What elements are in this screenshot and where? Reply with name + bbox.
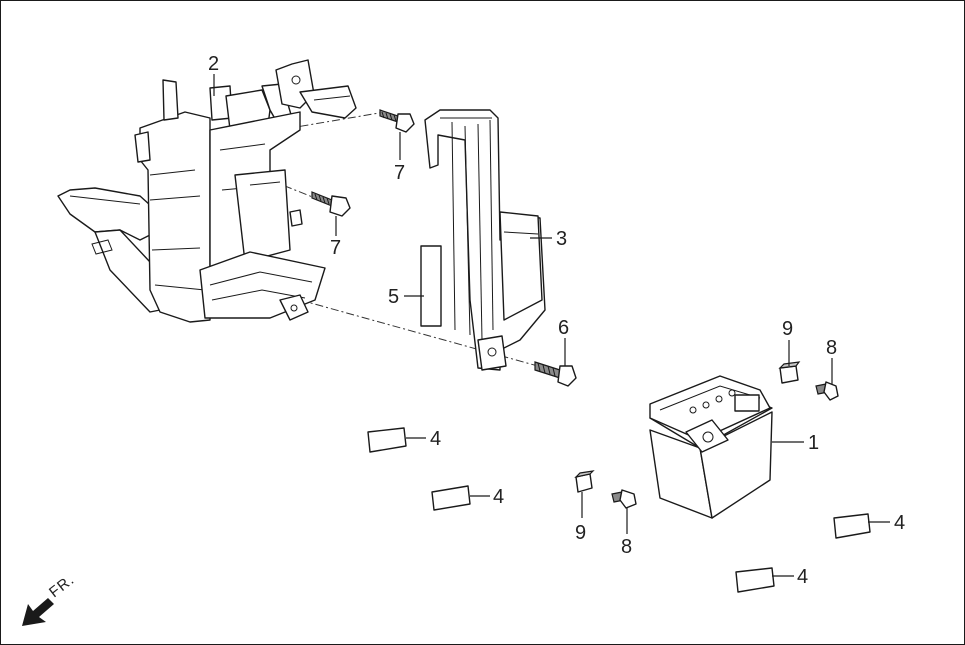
battery [649,375,773,519]
callout-7: 7 [394,162,405,184]
leader-lines [213,74,890,577]
long-bolt [534,361,577,387]
terminal-nut [778,361,801,384]
callout-7: 7 [330,237,341,259]
callout-4: 4 [894,512,905,534]
callout-2: 2 [208,53,219,75]
terminal-bolt [611,489,637,509]
callout-6: 6 [558,317,569,339]
rubber-pad [431,485,471,511]
callout-5: 5 [388,286,399,308]
front-direction-label: FR. [46,571,78,601]
flange-bolt [379,109,415,133]
callout-9: 9 [782,318,793,340]
rubber-pad [367,427,407,453]
callout-4: 4 [493,486,504,508]
foam-pad [420,245,442,327]
callout-1: 1 [808,432,819,454]
front-direction-arrow-icon [22,598,54,626]
callout-4: 4 [430,428,441,450]
battery-cover [424,109,546,371]
terminal-bolt [815,381,839,401]
callout-8: 8 [826,337,837,359]
battery-holder-bracket [57,59,357,323]
rubber-pad [735,567,775,593]
rubber-pad [833,513,871,539]
callout-9: 9 [575,522,586,544]
callout-3: 3 [556,228,567,250]
callout-8: 8 [621,536,632,558]
flange-bolt [311,191,351,217]
callout-4: 4 [797,566,808,588]
terminal-nut [574,470,595,493]
